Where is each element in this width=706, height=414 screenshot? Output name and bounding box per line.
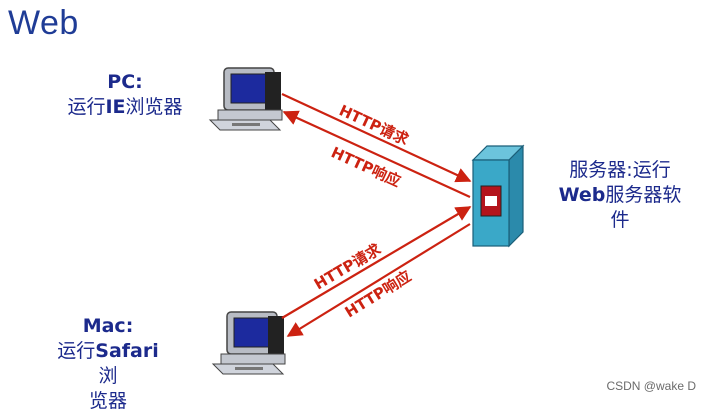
arrow-pc-response: [282, 110, 471, 199]
server-icon: [471, 144, 525, 248]
computer-icon: [208, 67, 283, 131]
arrow-mac-response: [286, 223, 471, 337]
watermark: CSDN @wake D: [606, 379, 696, 393]
server-label: 服务器:运行 Web服务器软 件: [545, 158, 695, 233]
pc-label-line2: 运行IE浏览器: [67, 96, 183, 118]
page-title: Web: [8, 4, 79, 42]
arrow-pc-request: [281, 93, 472, 183]
arrow-mac-request: [281, 206, 472, 319]
mac-label-line1: Mac:: [82, 315, 134, 337]
server-label-line2: Web服务器软: [558, 184, 682, 206]
pc-label: PC: 运行IE浏览器: [50, 70, 200, 120]
pc-label-line1: PC:: [107, 71, 143, 93]
server-label-line3: 件: [610, 209, 630, 231]
web-diagram: HTTP请求 HTTP响应 HTTP请求 HTTP响应: [208, 67, 525, 375]
server-label-line1: 服务器:运行: [569, 159, 671, 181]
mac-label-line2: 运行Safari浏: [57, 340, 159, 387]
computer-icon: [211, 311, 286, 375]
